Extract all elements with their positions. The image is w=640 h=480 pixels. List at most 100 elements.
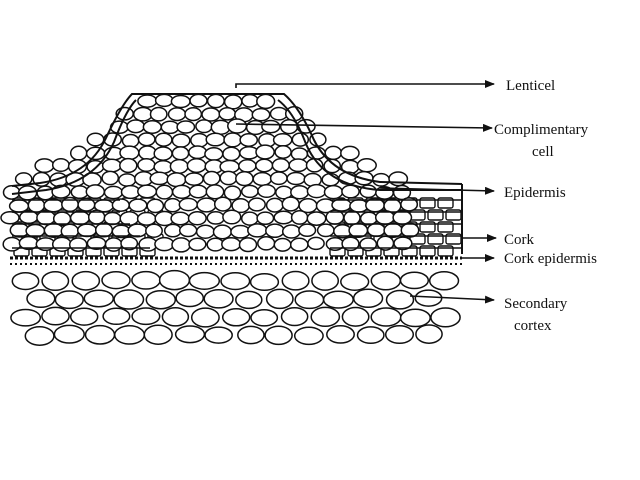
complimentary-cell — [195, 224, 215, 239]
cortex-cell — [281, 270, 310, 291]
complimentary-cell — [136, 211, 157, 226]
complimentary-cell — [296, 118, 316, 134]
cortex-cell — [370, 307, 402, 327]
complimentary-cell — [171, 184, 192, 199]
complimentary-cell — [271, 158, 290, 173]
complimentary-cell — [121, 133, 140, 149]
complimentary-cell — [223, 94, 243, 110]
cortex-cell — [113, 289, 145, 310]
complimentary-cell — [290, 209, 309, 225]
complimentary-cell — [163, 197, 182, 213]
cortex-cell — [280, 306, 309, 327]
complimentary-cell — [154, 236, 175, 252]
complimentary-cell — [163, 223, 182, 238]
complimentary-cell — [383, 222, 404, 239]
complimentary-cell — [94, 222, 114, 238]
complimentary-cell — [166, 172, 187, 188]
complimentary-cell — [255, 144, 275, 160]
complimentary-cell — [201, 107, 221, 122]
label-complimentary-cell: cell — [532, 144, 554, 160]
complimentary-cell — [240, 211, 259, 226]
complimentary-cell — [69, 145, 88, 161]
complimentary-cell — [189, 93, 208, 108]
complimentary-cell — [51, 236, 72, 252]
complimentary-cell — [393, 236, 413, 251]
complimentary-cell — [213, 196, 232, 212]
cortex-cell — [370, 271, 402, 291]
complimentary-cell — [359, 237, 378, 252]
cortex-cell — [415, 324, 443, 344]
label-lenticel: Lenticel — [506, 78, 555, 94]
complimentary-cell — [119, 157, 138, 174]
cortex-cell — [249, 272, 280, 292]
complimentary-cell — [269, 106, 289, 121]
label-complimentary: Complimentary — [494, 122, 589, 138]
complimentary-cell — [51, 157, 70, 173]
cortex-cell — [326, 325, 355, 344]
complimentary-cell — [257, 235, 276, 251]
complimentary-cell — [323, 184, 344, 200]
complimentary-cell — [240, 184, 259, 199]
cell-tissue — [0, 93, 462, 346]
complimentary-cell — [306, 183, 327, 199]
complimentary-cell — [316, 223, 335, 238]
complimentary-cell — [331, 198, 352, 212]
complimentary-cell — [167, 107, 187, 122]
cortex-cell — [221, 308, 251, 327]
cortex-cell — [54, 290, 84, 310]
cortex-cell — [341, 306, 370, 327]
complimentary-cell — [252, 171, 273, 187]
complimentary-cell — [184, 106, 203, 122]
complimentary-cell — [256, 93, 276, 110]
complimentary-cell — [137, 132, 156, 147]
complimentary-cell — [184, 172, 204, 186]
complimentary-cell — [188, 237, 207, 252]
complimentary-cell — [239, 133, 259, 147]
complimentary-cell — [153, 146, 173, 161]
complimentary-cell — [137, 157, 156, 173]
complimentary-cell — [274, 145, 292, 159]
complimentary-cell — [171, 146, 190, 161]
complimentary-cell — [103, 211, 122, 226]
complimentary-cell — [126, 119, 146, 134]
complimentary-cell — [86, 132, 105, 147]
cortex-cell — [340, 272, 370, 291]
complimentary-cell — [255, 158, 274, 173]
complimentary-cell — [103, 185, 124, 200]
complimentary-cell — [119, 211, 140, 226]
cortex-cell — [188, 271, 221, 290]
complimentary-cell — [261, 119, 281, 134]
complimentary-cell — [265, 223, 285, 239]
cortex-cell — [220, 271, 251, 291]
complimentary-cell — [291, 132, 310, 147]
complimentary-cell — [25, 223, 46, 238]
complimentary-cell — [205, 184, 225, 200]
complimentary-cell — [178, 223, 198, 238]
complimentary-cell — [34, 158, 55, 174]
complimentary-cell — [227, 118, 248, 134]
cortex-cell — [235, 290, 263, 310]
leader-lines — [235, 80, 497, 304]
complimentary-cell — [101, 158, 122, 173]
complimentary-cell — [0, 210, 20, 225]
label-secondary: Secondary — [504, 296, 568, 312]
complimentary-cell — [265, 197, 284, 213]
complimentary-cell — [188, 145, 208, 160]
complimentary-cell — [69, 210, 91, 226]
cortex-cell — [113, 325, 146, 345]
complimentary-cell — [298, 223, 317, 238]
complimentary-cell — [256, 211, 275, 226]
complimentary-cell — [202, 170, 221, 186]
complimentary-cell — [372, 172, 391, 187]
complimentary-cell — [85, 184, 106, 200]
cortex-cell — [69, 307, 99, 326]
complimentary-cell — [238, 159, 257, 173]
cortex-cell — [24, 326, 55, 346]
cortex-cell — [385, 289, 415, 310]
complimentary-cell — [306, 211, 327, 226]
complimentary-cell — [343, 210, 361, 226]
complimentary-cell — [170, 211, 191, 226]
complimentary-cell — [19, 210, 39, 225]
complimentary-cell — [273, 237, 292, 252]
